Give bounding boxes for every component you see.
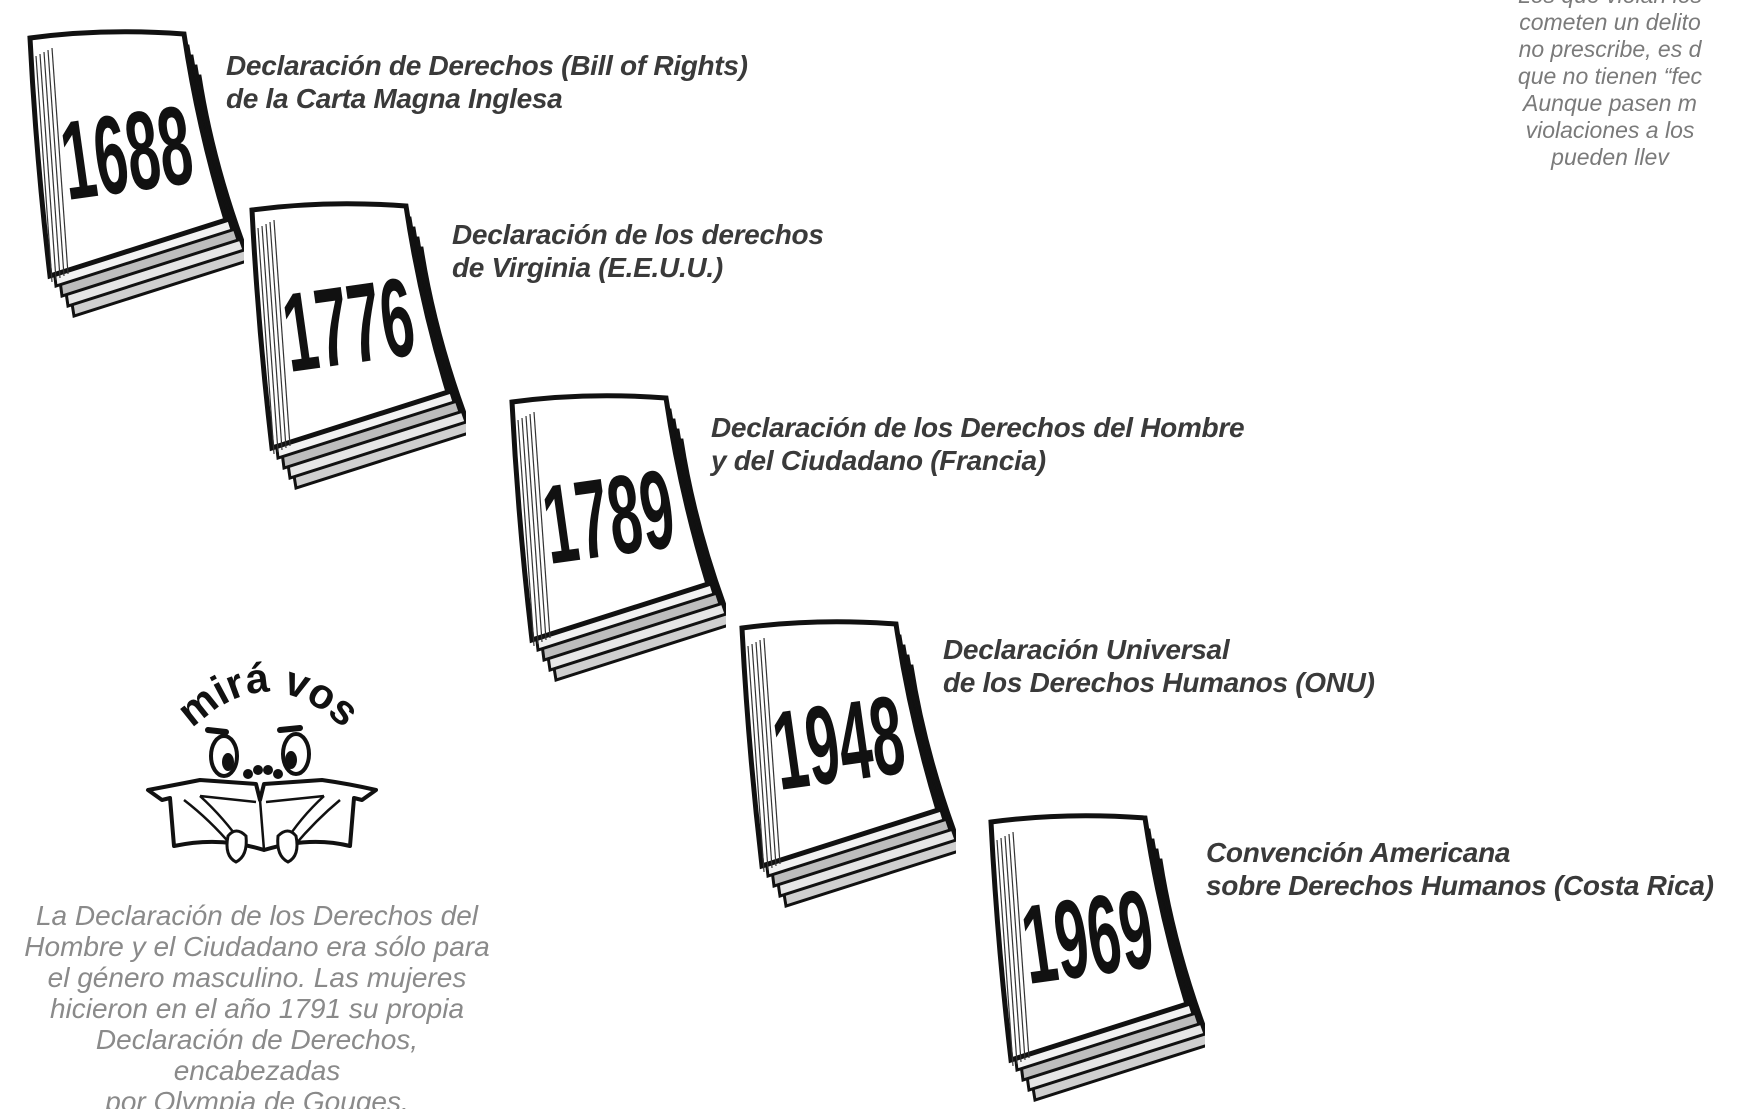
entry-line: Declaración Universal [943,634,1230,665]
bottom-note-line: el género masculino. Las mujeres [47,962,467,993]
bottom-note-line: La Declaración de los Derechos del [35,900,479,931]
entry-line: Declaración de Derechos (Bill of Rights) [226,50,748,81]
side-note-line: Los que violan los [1460,0,1754,9]
calendar-icon: 1688 [27,29,244,318]
calendar-year: 1789 [536,446,682,588]
entry-line: Convención Americana [1206,837,1511,868]
calendar-year: 1969 [1015,866,1161,1008]
timeline-entry-1776: Declaración de los derechos de Virginia … [452,218,824,284]
timeline-entry-1969: Convención Americana sobre Derechos Huma… [1206,836,1714,902]
bottom-note: La Declaración de los Derechos del Hombr… [22,900,492,1109]
timeline-entry-1948: Declaración Universal de los Derechos Hu… [943,633,1375,699]
timeline-entry-1688: Declaración de Derechos (Bill of Rights)… [226,49,748,115]
bottom-note-line: hicieron en el año 1791 su propia [49,993,465,1024]
calendar-icon: 1789 [509,393,726,682]
side-note-line: Aunque pasen m [1523,90,1697,116]
calendar-icon: 1969 [988,813,1205,1102]
entry-line: de la Carta Magna Inglesa [226,83,563,114]
side-note-line: pueden llev [1551,144,1669,170]
calendar-icon: 1776 [249,201,466,490]
timeline-entry-1789: Declaración de los Derechos del Hombre y… [711,411,1245,477]
side-note-line: cometen un delito [1519,9,1701,35]
side-note: Los que violan los cometen un delito no … [1460,0,1754,171]
entry-line: sobre Derechos Humanos (Costa Rica) [1206,870,1714,901]
calendar-year: 1776 [276,254,422,396]
reading-mascot-icon: mirá vos [146,653,378,864]
calendar-icon: 1948 [739,619,956,908]
entry-line: Declaración de los derechos [452,219,824,250]
entry-line: de los Derechos Humanos (ONU) [943,667,1375,698]
calendar-year: 1948 [766,672,912,814]
side-note-line: violaciones a los [1525,117,1695,143]
entry-line: y del Ciudadano (Francia) [711,445,1046,476]
entry-line: de Virginia (E.E.U.U.) [452,252,723,283]
side-note-line: no prescribe, es d [1518,36,1702,62]
calendar-year: 1688 [54,82,200,224]
mascot-label: mirá vos [168,653,369,735]
bottom-note-line: Declaración de Derechos, encabezadas [95,1024,419,1086]
bottom-note-line: por Olympia de Gouges. [105,1086,409,1109]
bottom-note-line: Hombre y el Ciudadano era sólo para [24,931,490,962]
side-note-line: que no tienen “fec [1517,63,1703,89]
entry-line: Declaración de los Derechos del Hombre [711,412,1245,443]
